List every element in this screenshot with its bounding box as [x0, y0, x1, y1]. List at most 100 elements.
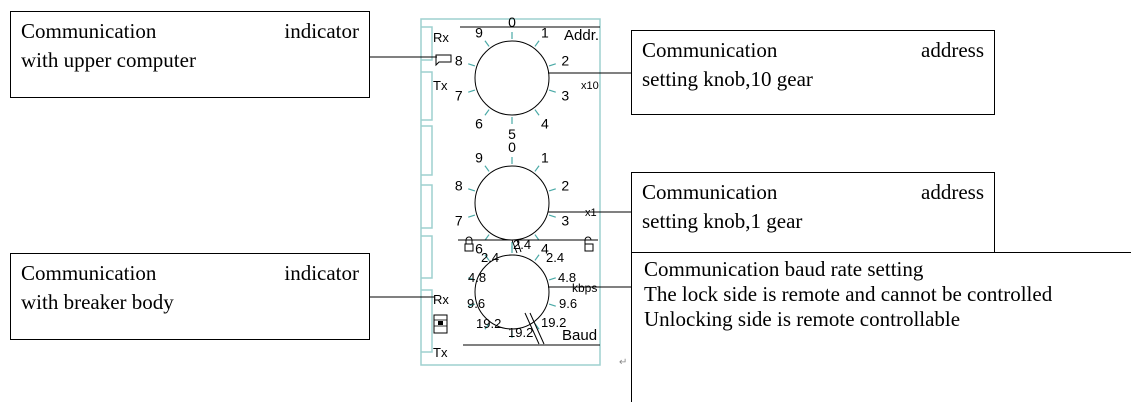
knob-tick	[534, 165, 540, 172]
callout-word: address	[921, 38, 984, 62]
knob-digit: 7	[455, 212, 463, 228]
knob-tick	[484, 234, 490, 241]
knob-digit: 7	[455, 87, 463, 103]
knob-digit: 2	[561, 178, 569, 194]
knob-digit: 0	[508, 14, 516, 30]
baud-right-1: 4.8	[558, 270, 576, 285]
lock-closed-icon	[464, 236, 474, 252]
knob-tick	[468, 303, 476, 307]
knob-tick	[484, 323, 490, 330]
knob-circle	[474, 40, 550, 116]
baud-left-1: 4.8	[468, 270, 486, 285]
baud-divider-bottom	[524, 312, 545, 345]
kbps-label: kbps	[572, 281, 597, 295]
callout-address-x10-knob: Communication address setting knob,10 ge…	[631, 30, 995, 115]
paragraph-mark: ↵	[619, 357, 627, 368]
knob-digit: 5	[508, 126, 516, 142]
side-tab	[421, 235, 433, 279]
knob-tick	[468, 188, 476, 192]
x1-label: x1	[585, 207, 597, 219]
knob-tick	[548, 277, 556, 281]
knob-tick	[468, 214, 476, 218]
callout-line: setting knob,10 gear	[642, 67, 813, 91]
knob-digit: 4	[541, 240, 549, 256]
side-tab	[421, 71, 433, 121]
knob-digit: 2	[561, 53, 569, 69]
panel-outline	[420, 18, 601, 366]
callout-line: Communication baud rate setting	[644, 257, 924, 281]
knob-digit: 5	[508, 251, 516, 267]
knob-tick	[534, 323, 540, 330]
baud-left-top: 2.4	[481, 250, 499, 265]
knob-tick	[484, 40, 490, 47]
knob-digit: 8	[455, 178, 463, 194]
knob-digit: 3	[561, 212, 569, 228]
baud-top: 2.4	[513, 237, 531, 252]
callout-breaker-body-indicator: Communication indicator with breaker bod…	[10, 253, 370, 340]
knob-digit: 9	[475, 25, 483, 41]
knob-digit: 0	[508, 139, 516, 155]
callout-word: Communication	[21, 261, 157, 285]
baud-right-3: 19.2	[541, 315, 566, 330]
callout-line: Communication address	[642, 36, 984, 65]
side-tab	[421, 184, 433, 229]
callout-line: Unlocking side is remote controllable	[644, 307, 961, 331]
side-tab	[421, 26, 433, 61]
knob-digit: 8	[455, 53, 463, 69]
callout-line: setting knob,1 gear	[642, 209, 803, 233]
baud-rate-knob	[468, 246, 556, 338]
knob-tick	[484, 254, 490, 261]
callout-word: Communication	[642, 38, 778, 62]
callout-word: indicator	[284, 261, 359, 285]
addr-label: Addr.	[564, 27, 599, 44]
callout-word: Communication	[642, 180, 778, 204]
side-tab	[421, 289, 433, 353]
callout-word: indicator	[284, 19, 359, 43]
callout-word: address	[921, 180, 984, 204]
baud-left-2: 9.6	[467, 296, 485, 311]
baud-right-top: 2.4	[546, 250, 564, 265]
rx-top-label: Rx	[433, 30, 449, 45]
knob-digit: 3	[561, 87, 569, 103]
knob-tick	[548, 89, 556, 93]
callout-baud-rate-setting: Communication baud rate setting The lock…	[631, 252, 1131, 402]
knob-tick	[484, 165, 490, 172]
baud-label: Baud	[562, 327, 597, 344]
knob-digit: 6	[475, 115, 483, 131]
knob-tick	[548, 214, 556, 218]
breaker-icon	[433, 314, 448, 334]
knob-tick	[534, 234, 540, 241]
knob-tick	[468, 277, 476, 281]
knob-tick	[534, 40, 540, 47]
knob-tick	[468, 63, 476, 67]
knob-tick	[548, 188, 556, 192]
side-tab	[421, 125, 433, 176]
knob-tick	[468, 89, 476, 93]
callout-line: Communication indicator	[21, 259, 359, 288]
x10-label: x10	[581, 80, 599, 92]
knob-circle	[474, 254, 550, 330]
callout-upper-computer-indicator: Communication indicator with upper compu…	[10, 11, 370, 98]
tx-bottom-label: Tx	[433, 345, 448, 360]
callout-line: Communication indicator	[21, 17, 359, 46]
callout-line: Communication address	[642, 178, 984, 207]
knob-tick	[534, 109, 540, 116]
callout-word: Communication	[21, 19, 157, 43]
callout-line: with breaker body	[21, 290, 174, 314]
baud-right-2: 9.6	[559, 296, 577, 311]
baud-divider-top	[511, 239, 522, 254]
baud-bottom: 19.2	[508, 325, 533, 340]
knob-tick	[534, 254, 540, 261]
lock-open-icon	[584, 236, 594, 252]
tx-top-label: Tx	[433, 78, 448, 93]
knob-circle	[474, 165, 550, 241]
knob-digit: 1	[541, 150, 549, 166]
baud-left-3: 19.2	[476, 316, 501, 331]
knob-tick	[548, 303, 556, 307]
knob-digit: 9	[475, 150, 483, 166]
knob-tick	[548, 63, 556, 67]
callout-line: with upper computer	[21, 48, 196, 72]
